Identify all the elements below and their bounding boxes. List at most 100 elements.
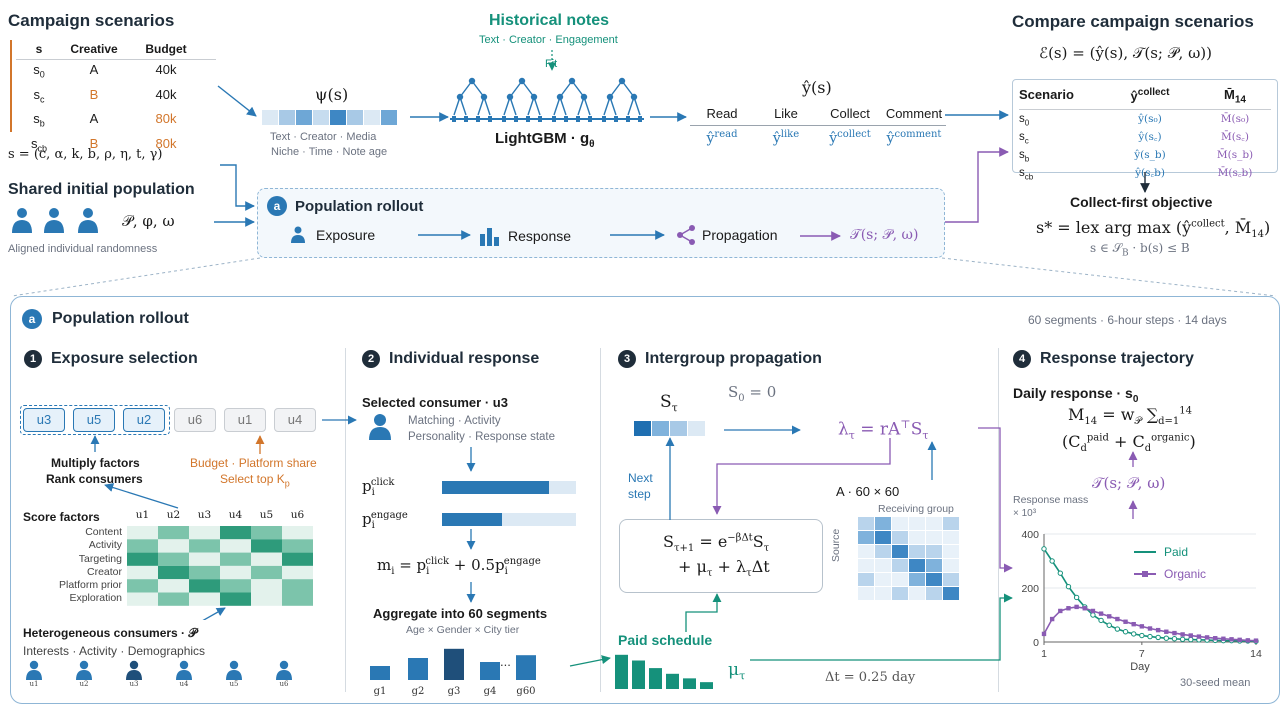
m14-line-1: M14 = w𝒫 ∑d=114 (1068, 405, 1192, 427)
m-formula-sub-b: i (426, 566, 430, 577)
chart-point (1066, 606, 1071, 611)
person-icon (76, 660, 92, 680)
p-click-sub: i (371, 487, 375, 498)
response-arrow-3 (466, 582, 476, 603)
compare-cell-y: ŷ(s_b) (1134, 149, 1166, 162)
score-cell (127, 592, 158, 606)
consumer-icons: u1 u2 u3 u4 u5 u6 (25, 660, 293, 688)
chart-point (1049, 616, 1055, 622)
consumer-chip-unselected[interactable]: u4 (274, 408, 316, 432)
score-col-label: u5 (259, 509, 274, 521)
consumer-icon[interactable]: u2 (75, 660, 93, 688)
score-cell (251, 539, 282, 553)
update-1c: S (752, 532, 764, 551)
p-engage-bar (442, 513, 503, 526)
lightgbm-sub: θ (589, 139, 595, 150)
update-2b-sub: τ (746, 568, 752, 580)
m14-2-sup1: paid (1086, 432, 1109, 444)
score-row-label: Content (85, 526, 122, 538)
score-cell (251, 526, 282, 540)
consumer-icon[interactable]: u1 (25, 660, 43, 688)
schedule-bar (632, 660, 645, 689)
p-engage-sym: p (362, 510, 372, 528)
compare-cell-s: scb (1019, 167, 1034, 182)
consumer-icon-label: u6 (279, 680, 289, 688)
score-row-label: Targeting (78, 552, 122, 565)
p-click-sym: p (362, 477, 372, 495)
p-click-label: piclick (362, 477, 394, 498)
score-cell (220, 526, 251, 540)
m-formula: mi = piclick + 0.5piengage (377, 556, 541, 577)
traj-arrow-up (1128, 451, 1138, 467)
chart-xtick: 7 (1139, 648, 1145, 660)
consumer-chip-selected[interactable]: u2 (123, 408, 165, 432)
compare-col-m-sub: 14 (1234, 94, 1246, 106)
compare-cell-s: sb (1019, 149, 1030, 164)
consumer-chip-selected[interactable]: u3 (23, 408, 65, 432)
aggregate-title: Aggregate into 60 segments (373, 606, 548, 621)
objective-part1: s* = lex arg max (ŷ (1036, 218, 1192, 237)
matrix-cell (909, 587, 925, 600)
schedule-bar (700, 682, 713, 689)
matrix-cell (909, 531, 925, 544)
p-click-bar (442, 481, 550, 494)
dt-label: Δt = 0.25 day (825, 670, 916, 685)
rollout-step-propagation: Propagation (702, 227, 778, 243)
m14-b: = w (1097, 405, 1135, 424)
update-1b-sup: −βΔt (727, 532, 753, 544)
score-cell (127, 526, 158, 540)
m14-c-sup: 14 (1179, 405, 1193, 417)
campaign-cell-creative: A (89, 111, 99, 127)
score-cell (220, 552, 251, 566)
chart-yunit: × 10³ (1013, 508, 1037, 519)
section-exposure-title: Exposure selection (51, 350, 198, 367)
lightgbm-trees (450, 75, 650, 130)
chart-point (1114, 626, 1121, 632)
p-engage-sup: engage (370, 510, 408, 521)
chart-point (1082, 606, 1087, 611)
matrix-label: A · 60 × 60 (836, 484, 900, 499)
chart-point (1188, 633, 1193, 638)
chart-point (1123, 619, 1128, 624)
consumer-icon[interactable]: u4 (175, 660, 193, 688)
next-step-2: step (628, 487, 651, 501)
lambda-s-sub: τ (922, 429, 929, 443)
detail-title: Population rollout (52, 310, 189, 327)
rollout-trajectory: 𝒯(s; 𝒫, ω) (850, 227, 919, 243)
receiving-label: Receiving group (878, 503, 954, 515)
consumer-chip-unselected[interactable]: u6 (174, 408, 216, 432)
consumer-chip-selected[interactable]: u5 (73, 408, 115, 432)
rollout-exposure: Exposure (290, 226, 375, 244)
consumer-chip-unselected[interactable]: u1 (224, 408, 266, 432)
yhat-output-sym: ŷcomment (886, 129, 942, 147)
score-cell (251, 579, 282, 593)
detail-panel (10, 296, 1280, 704)
matrix-cell (892, 573, 908, 586)
chart-point (1074, 604, 1079, 610)
lambda-mid: = rA (854, 419, 901, 440)
score-cell (282, 526, 313, 540)
chart-point (1213, 636, 1218, 641)
segment-label: g60 (516, 686, 535, 697)
chart-point (1204, 635, 1210, 640)
chart-point (1253, 638, 1259, 643)
m-formula-sup1: click (425, 556, 450, 567)
chart-point (1155, 634, 1161, 641)
chart-point (1122, 629, 1129, 635)
compare-cell-s: s0 (1019, 112, 1030, 127)
m14-b-sub: 𝒫 (1134, 416, 1142, 428)
score-col-label: u2 (166, 509, 181, 521)
divider-2 (600, 348, 601, 692)
matrix-cell (858, 559, 874, 572)
consumer-icon[interactable]: u3 (125, 660, 143, 688)
consumer-icon[interactable]: u5 (225, 660, 243, 688)
consumer-icon[interactable]: u6 (275, 660, 293, 688)
lambda-formula: λτ = rA⊤Sτ (838, 418, 928, 442)
hetero-title: Heterogeneous consumers · 𝒫 (23, 626, 198, 640)
score-cell (189, 565, 220, 580)
lambda-sym: λ (838, 419, 849, 440)
p-engage-label: piengage (362, 510, 408, 531)
chart-point (1196, 634, 1202, 639)
